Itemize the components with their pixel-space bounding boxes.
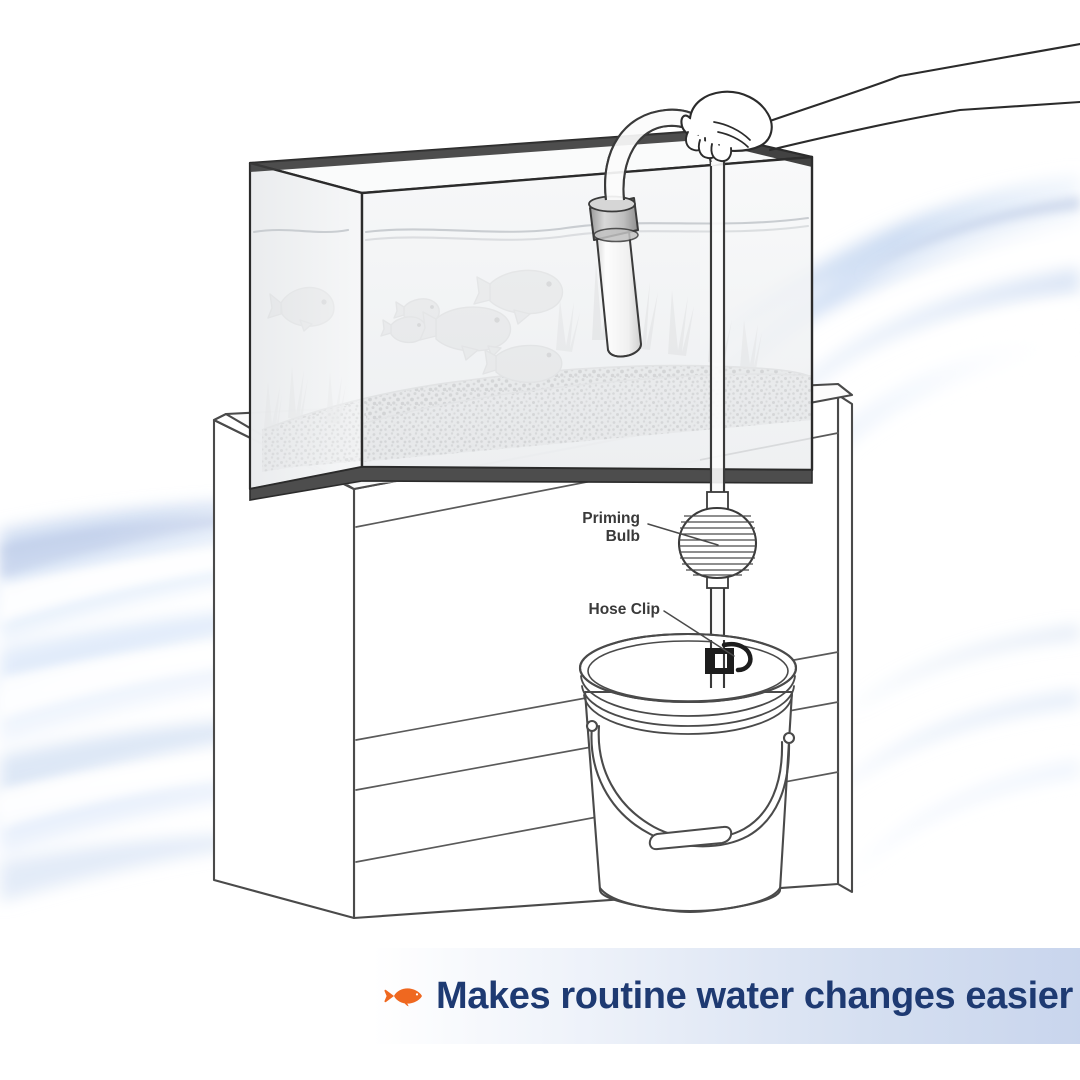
water-band-right bbox=[660, 175, 1080, 660]
tank-bottom-frame bbox=[249, 466, 813, 501]
water-band-right-detail bbox=[834, 196, 1080, 392]
tube-collar bbox=[588, 195, 639, 243]
bucket-handle bbox=[585, 719, 796, 851]
callout-leader-lines bbox=[647, 523, 735, 657]
caption-text: Makes routine water changes easier bbox=[436, 975, 1073, 1017]
water-band-left-highlight bbox=[0, 513, 416, 828]
priming-bulb-ribs bbox=[679, 515, 756, 576]
water-bucket bbox=[578, 632, 798, 914]
fish-icon bbox=[384, 988, 422, 1007]
leader-hose-clip bbox=[663, 610, 735, 657]
leader-priming-bulb bbox=[647, 523, 719, 546]
callout-label-priming-bulb: Priming Bulb bbox=[582, 510, 640, 546]
callout-label-hose-clip: Hose Clip bbox=[588, 601, 660, 618]
water-band-bottom-right bbox=[826, 626, 1080, 878]
hose-clip bbox=[705, 642, 753, 674]
glass-aquarium-tank bbox=[248, 129, 814, 501]
caption-band: Makes routine water changes easier bbox=[372, 948, 1080, 1044]
hand-holding-siphon bbox=[680, 42, 1080, 163]
siphon-hose-vertical bbox=[709, 162, 726, 670]
priming-bulb bbox=[677, 506, 758, 580]
water-surface-line bbox=[252, 216, 810, 242]
tank-front-glass bbox=[360, 155, 814, 472]
tank-left-glass bbox=[248, 161, 364, 491]
